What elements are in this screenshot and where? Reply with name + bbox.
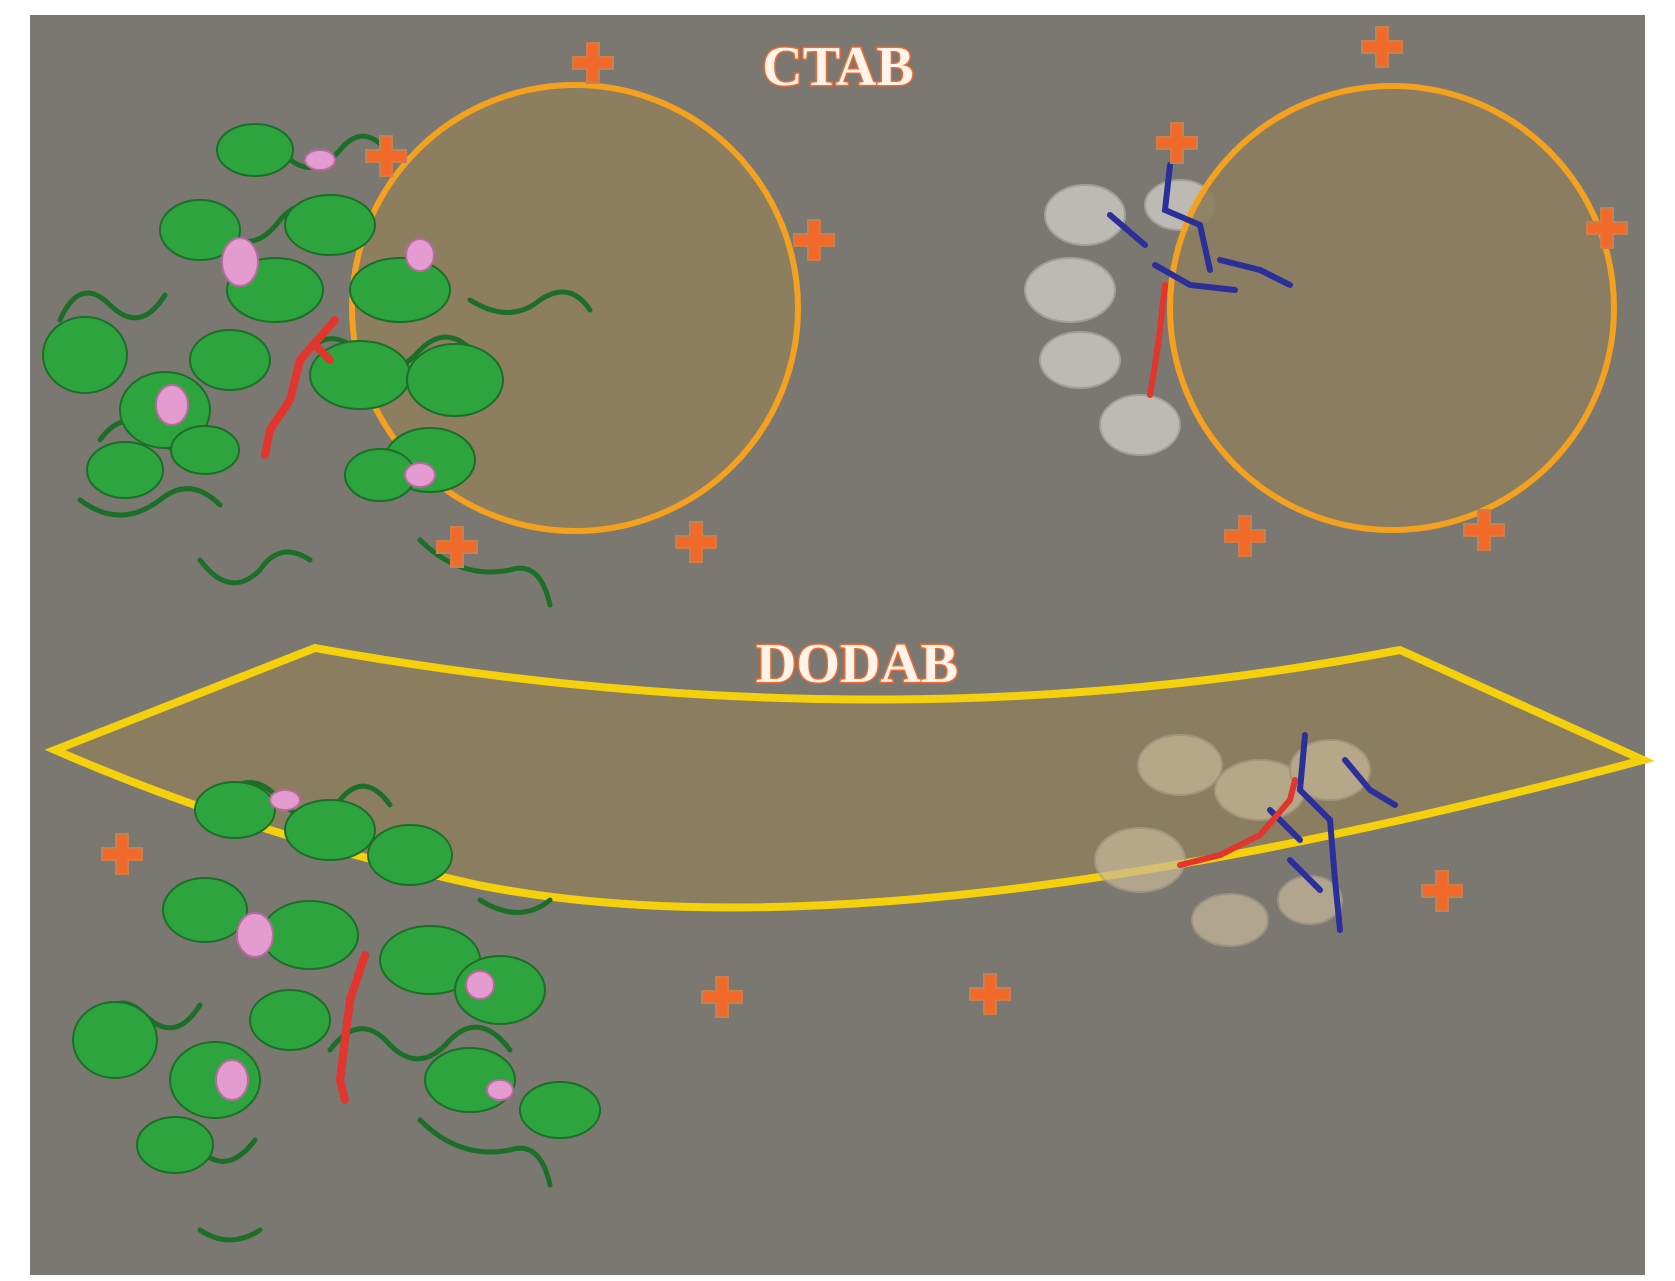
ctab-micelle-right <box>1167 83 1617 533</box>
faded-protein-ribbon-right-top <box>1024 179 1216 456</box>
binding-residues-right-top <box>1107 162 1293 398</box>
dodab-title: DODAB <box>756 633 958 695</box>
protein-ribbon-icon <box>42 123 593 608</box>
faded-protein-ribbon-right-bottom <box>1094 732 1398 947</box>
protein-ribbon-icon <box>72 780 601 1243</box>
ctab-title: CTAB <box>762 36 913 98</box>
ctab-micelle-left <box>349 82 801 534</box>
